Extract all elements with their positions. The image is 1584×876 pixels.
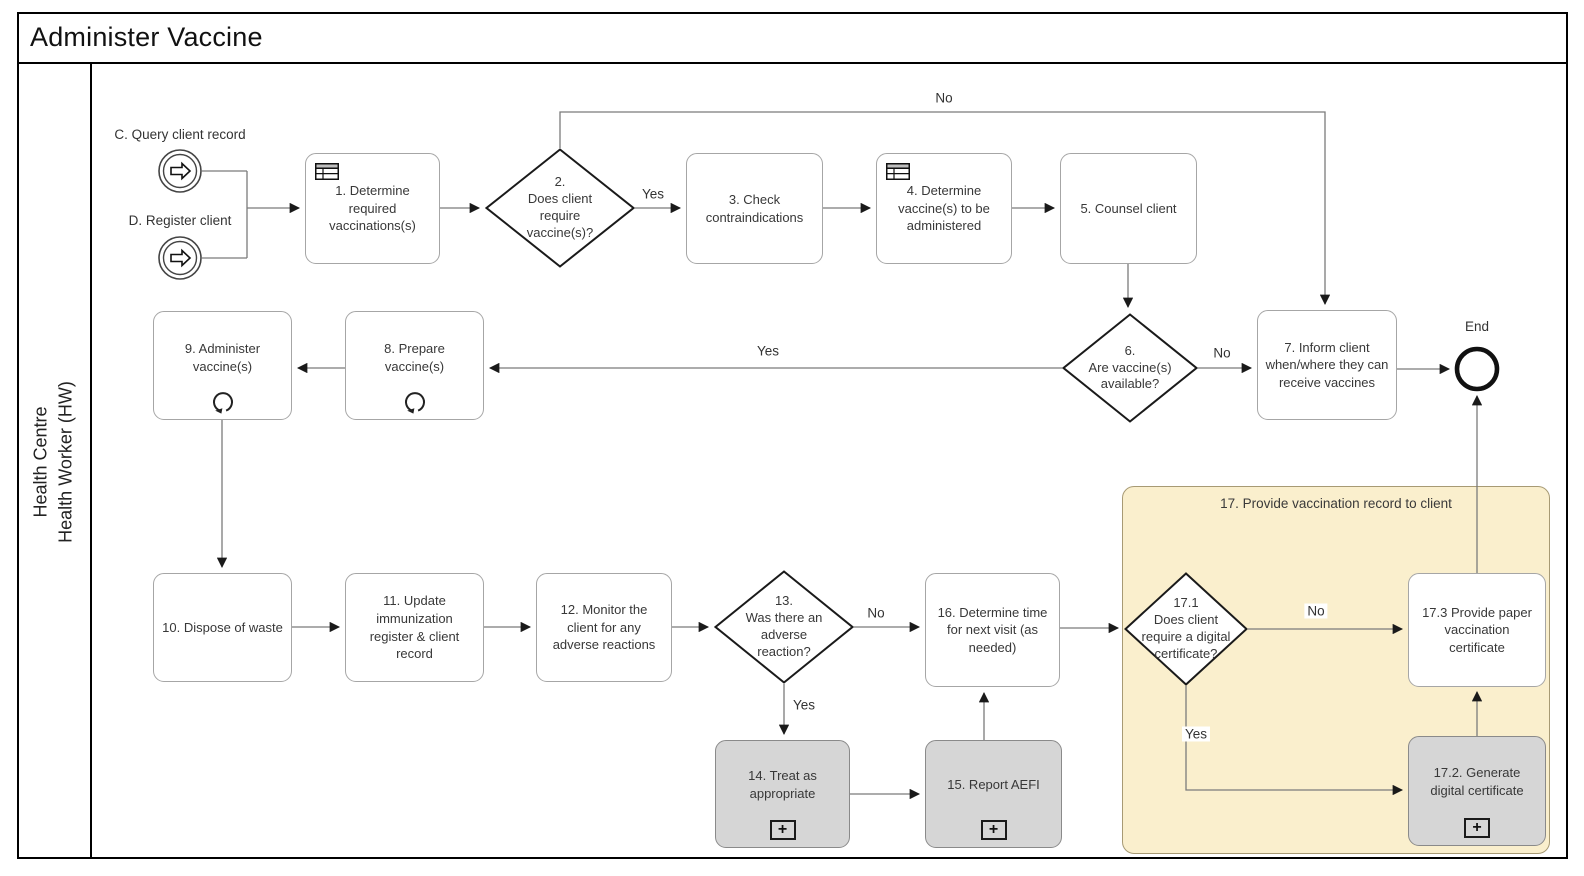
- task-5-counsel-client: 5. Counsel client: [1060, 153, 1197, 264]
- task-label: 5. Counsel client: [1080, 200, 1177, 216]
- edge-gw171-task172-yes: [1185, 686, 1404, 796]
- page-title: Administer Vaccine: [30, 22, 263, 52]
- pool-border: [17, 12, 1568, 859]
- task-label: 15. Report AEFI: [947, 777, 1040, 793]
- task-8-prepare-vaccines: 8. Prepare vaccine(s): [345, 311, 484, 420]
- loop-icon: [211, 390, 235, 414]
- task-label: 16. Determine time for next visit (as ne…: [937, 604, 1048, 655]
- task-3-check-contraindications: 3. Check contraindications: [686, 153, 823, 264]
- edge-label-gw171-yes: Yes: [1181, 726, 1211, 742]
- task-label: 14. Treat as appropriate: [748, 768, 817, 801]
- gateway-label: 2. Does client require vaccine(s)?: [526, 174, 594, 240]
- diamond-shape: [485, 148, 635, 268]
- task-17-2-generate-digital-certificate: 17.2. Generate digital certificate +: [1408, 736, 1546, 846]
- task-label: 12. Monitor the client for any adverse r…: [552, 602, 656, 653]
- gateway-label: 17.1 Does client require a digital certi…: [1141, 595, 1231, 661]
- task-label: 7. Inform client when/where they can rec…: [1265, 339, 1389, 390]
- end-event-icon: [1454, 346, 1500, 392]
- edge-label-gw171-no: No: [1304, 603, 1328, 619]
- task-label: 11. Update immunization register & clien…: [369, 593, 460, 662]
- diamond-shape: [1062, 313, 1198, 423]
- task-10-dispose-of-waste: 10. Dispose of waste: [153, 573, 292, 682]
- plus-icon: +: [1464, 818, 1490, 838]
- start-event-register: [156, 234, 204, 282]
- task-7-inform-client: 7. Inform client when/where they can rec…: [1257, 310, 1397, 420]
- gateway-6-are-vaccines-available: 6. Are vaccine(s) available?: [1062, 313, 1198, 423]
- task-17-3-provide-paper-certificate: 17.3 Provide paper vaccination certifica…: [1408, 573, 1546, 687]
- task-label: 9. Administer vaccine(s): [184, 340, 261, 374]
- task-1-determine-required-vaccinations: 1. Determine required vaccinations(s): [305, 153, 440, 264]
- gateway-2-does-client-require-vaccines: 2. Does client require vaccine(s)?: [485, 148, 635, 268]
- task-label: 17.2. Generate digital certificate: [1430, 765, 1524, 798]
- edge-label-gw2-yes: Yes: [641, 186, 665, 202]
- task-label: 4. Determine vaccine(s) to be administer…: [898, 183, 990, 234]
- task-11-update-immunization-register: 11. Update immunization register & clien…: [345, 573, 484, 682]
- table-icon: [886, 163, 910, 180]
- task-label: 17.3 Provide paper vaccination certifica…: [1422, 604, 1532, 655]
- group-label: 17. Provide vaccination record to client: [1220, 496, 1452, 511]
- task-12-monitor-client: 12. Monitor the client for any adverse r…: [536, 573, 672, 682]
- edge-label-gw2-no: No: [935, 90, 953, 106]
- task-16-determine-time-next-visit: 16. Determine time for next visit (as ne…: [925, 573, 1060, 687]
- task-4-determine-vaccines-to-administer: 4. Determine vaccine(s) to be administer…: [876, 153, 1012, 264]
- gateway-13-was-there-adverse-reaction: 13. Was there an adverse reaction?: [714, 570, 854, 684]
- edge-label-gw13-no: No: [867, 605, 885, 621]
- lane-divider: [90, 63, 92, 859]
- end-event: [1453, 345, 1501, 393]
- task-label: 3. Check contraindications: [705, 191, 804, 225]
- edge-gw2-task7-no: [559, 111, 1331, 306]
- gateway-17-1-does-client-require-digital-certificate: 17.1 Does client require a digital certi…: [1124, 572, 1248, 686]
- start-event-query: [156, 147, 204, 195]
- start-event-query-label: C. Query client record: [114, 127, 246, 142]
- loop-icon: [403, 390, 427, 414]
- end-event-label: End: [1464, 319, 1490, 334]
- diamond-shape: [1124, 572, 1248, 686]
- gateway-label: 6. Are vaccine(s) available?: [1088, 342, 1172, 392]
- task-15-report-aefi: 15. Report AEFI +: [925, 740, 1062, 848]
- task-label: 10. Dispose of waste: [162, 619, 283, 635]
- task-label: 8. Prepare vaccine(s): [384, 340, 445, 374]
- title-separator: [17, 62, 1568, 64]
- plus-icon: +: [769, 820, 796, 840]
- task-label: 1. Determine required vaccinations(s): [329, 183, 416, 234]
- start-event-register-label: D. Register client: [128, 213, 232, 228]
- edge-label-gw6-yes: Yes: [756, 343, 780, 359]
- edge-label-gw6-no: No: [1213, 345, 1231, 361]
- link-arrow-icon: [158, 149, 202, 193]
- plus-icon: +: [980, 820, 1007, 840]
- task-9-administer-vaccines: 9. Administer vaccine(s): [153, 311, 292, 420]
- diamond-shape: [714, 570, 854, 684]
- edge-label-gw13-yes: Yes: [792, 697, 816, 713]
- link-arrow-icon: [158, 236, 202, 280]
- gateway-label: 13. Was there an adverse reaction?: [745, 593, 823, 659]
- task-14-treat-as-appropriate: 14. Treat as appropriate +: [715, 740, 850, 848]
- table-icon: [315, 163, 339, 180]
